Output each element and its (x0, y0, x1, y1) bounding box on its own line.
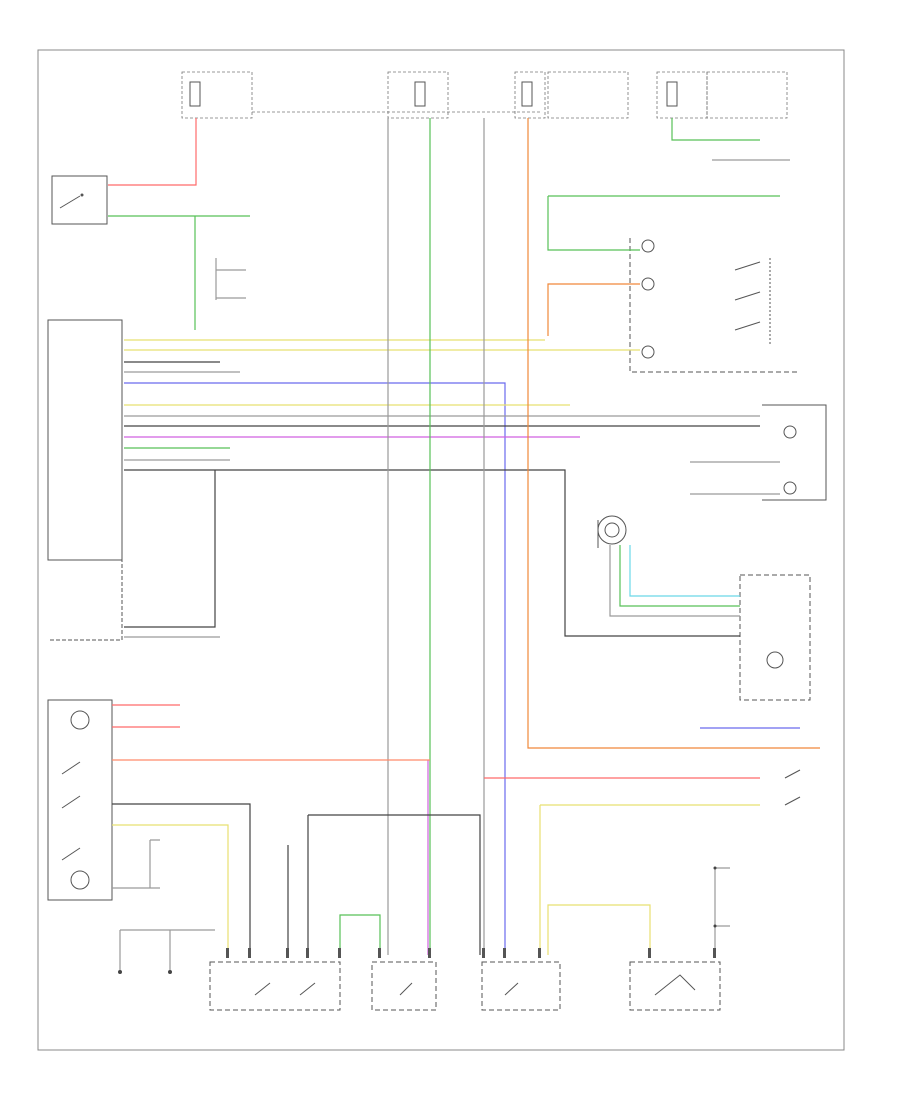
diagram-frame (37, 49, 845, 1051)
vehicle-speed-sensor (597, 515, 627, 548)
release-valve (739, 574, 811, 701)
wire-green-top-right (671, 118, 760, 141)
instrument-cluster (762, 404, 827, 501)
fuse-box-left (181, 71, 540, 119)
wire-dark-tr-4 (112, 803, 251, 955)
wire-dark-actuator-left (287, 814, 481, 955)
wire-blue-1 (124, 382, 506, 955)
actuator-motor (629, 961, 721, 1011)
actuator-assembly-right (481, 961, 561, 1011)
wire-gray-actuator-left (119, 929, 215, 970)
wire-red-stop-lamp (108, 118, 197, 186)
actuator-assembly-mid (371, 961, 437, 1011)
wire-yellow-tr-5 (112, 824, 229, 955)
wire-orange-switch (547, 283, 640, 336)
wire-gray-motor (714, 867, 730, 955)
tr-sensor (47, 699, 113, 901)
connector-pins (226, 948, 716, 958)
wire-green-vss (619, 545, 740, 607)
wire-green-right-loop (547, 195, 780, 251)
clutch-switch (784, 769, 801, 806)
wire-gray-vss (609, 545, 740, 617)
wire-orange-vertical (527, 118, 820, 749)
wire-cyan-vss (629, 545, 740, 597)
wire-gray-tr-6 (112, 839, 160, 889)
fuse-box-right (514, 71, 629, 119)
ground-symbols (118, 866, 717, 974)
wire-yellow-actuator-right (547, 904, 651, 955)
wire-dark-3 (124, 469, 740, 637)
wire-dark-module-1 (124, 470, 216, 628)
actuator-assembly-left (209, 961, 341, 1011)
fuse-box-mid (387, 71, 449, 119)
wire-green-actuator-mid (339, 914, 381, 955)
wire-yellow-clutch (539, 804, 760, 955)
stop-lamp-switch (51, 175, 108, 225)
wire-gray-branch-1 (215, 258, 246, 300)
cruise-control-module (47, 319, 123, 641)
main-switch (629, 238, 800, 373)
fuse-box-top-right (656, 71, 788, 119)
